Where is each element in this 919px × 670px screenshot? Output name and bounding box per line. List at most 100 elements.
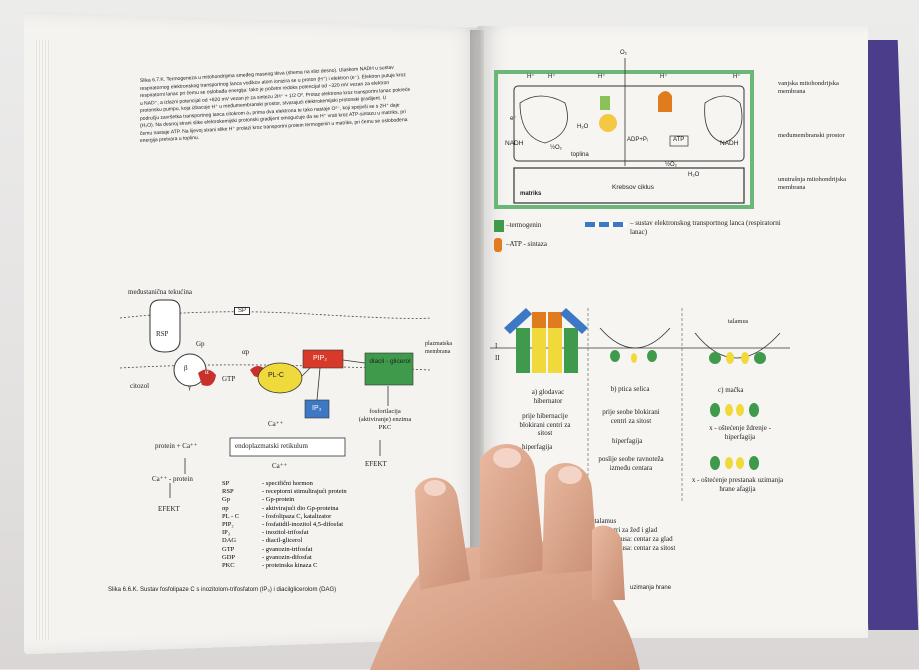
mito-half-o2-right: ½O₂ bbox=[665, 162, 677, 168]
panel-a-green bbox=[564, 328, 578, 373]
legend-row: GDP- gvanozin-difosfat bbox=[222, 554, 347, 562]
mito-nadh-right: NADH bbox=[720, 140, 738, 147]
label-gamma: γ bbox=[188, 383, 191, 391]
panel-b-green bbox=[647, 350, 657, 362]
mito-h2o-left: H₂O bbox=[577, 124, 588, 130]
legend-key: IP₃ bbox=[222, 529, 262, 537]
label-ca-top: Ca⁺⁺ bbox=[268, 420, 283, 428]
legend-chain: – sustav elektronskog transportnog lanca… bbox=[630, 219, 790, 236]
legend-key: αp bbox=[222, 505, 262, 513]
legend-key: Gp bbox=[222, 496, 262, 504]
label-pip2: PIP₂ bbox=[313, 355, 327, 362]
hand-overlay bbox=[330, 420, 650, 670]
panel-c-yellow bbox=[726, 352, 734, 364]
fingernail-index bbox=[493, 448, 521, 468]
panel-c-shape bbox=[695, 333, 780, 358]
legend-desc: - fosfolipaza C, katalizator bbox=[262, 513, 331, 521]
panel-a-yellow bbox=[548, 328, 562, 373]
label-ip3: IP₃ bbox=[312, 405, 321, 412]
label-sp: SP bbox=[234, 307, 250, 315]
mito-h2o-right: H₂O bbox=[688, 172, 699, 178]
panel-c-green bbox=[710, 456, 720, 470]
panel-c-yellow bbox=[736, 404, 744, 416]
panel-c-x2: x - oštećenje prestanak uzimanja hrane a… bbox=[690, 476, 785, 493]
mito-h: H⁺ bbox=[548, 73, 556, 80]
panel-c-yellow bbox=[725, 404, 733, 416]
finger-little bbox=[592, 526, 625, 600]
panel-a-title: a) glodavac hibernator bbox=[518, 388, 578, 405]
arrow-plc-pip2 bbox=[302, 368, 310, 376]
panel-b-green bbox=[610, 350, 620, 362]
panel-b-title: b) ptica selica bbox=[605, 385, 655, 394]
termogenin-shape bbox=[600, 96, 610, 110]
panel-c-x1: x - oštećenje ždrenje - hiperfagija bbox=[700, 424, 780, 441]
roman-2: II bbox=[495, 354, 500, 362]
label-alpha: α bbox=[205, 368, 209, 376]
panel-c-thal: talamus bbox=[728, 318, 748, 325]
mito-krebs: Krebsov ciklus bbox=[612, 184, 654, 191]
legend-desc: - gvanozin-difosfat bbox=[262, 554, 312, 562]
toplina-sun bbox=[599, 114, 617, 132]
mito-half-o2-left: ½O₂ bbox=[550, 145, 562, 151]
label-beta: β bbox=[184, 364, 188, 372]
panel-c-green bbox=[709, 352, 721, 364]
label-efekt-left: EFEKT bbox=[158, 505, 180, 513]
fingernail-ring bbox=[424, 480, 446, 496]
panel-c-green bbox=[749, 403, 759, 417]
legend-key: GDP bbox=[222, 554, 262, 562]
label-protein-ca: protein + Ca⁺⁺ bbox=[155, 442, 197, 450]
label-cytosol: citozol bbox=[130, 382, 149, 390]
finger-ring bbox=[415, 478, 470, 590]
legend-row: DAG- diacil-glicerol bbox=[222, 537, 347, 545]
panel-a-orange bbox=[548, 312, 562, 328]
legend-row: Gp- Gp-protein bbox=[222, 496, 347, 504]
label-gtp: GTP bbox=[222, 375, 235, 383]
mito-e: e⁻ bbox=[510, 115, 517, 122]
chain-loop-left bbox=[520, 96, 568, 143]
atp-swatch bbox=[494, 238, 502, 252]
legend-row: SP- specifični hormon bbox=[222, 480, 347, 488]
label-extracellular: međustanična tekućina bbox=[128, 288, 192, 296]
inner-membrane bbox=[514, 86, 744, 161]
atp-synthase-shape bbox=[658, 91, 672, 112]
mito-h: H⁺ bbox=[733, 73, 741, 80]
legend-list: SP- specifični hormon RSP- receptorni st… bbox=[222, 480, 347, 570]
panel-a-orange bbox=[532, 312, 546, 328]
panel-c-yellow bbox=[741, 352, 749, 364]
panel-c-green bbox=[749, 456, 759, 470]
legend-desc: - aktivirajući dio Gp-proteina bbox=[262, 505, 338, 513]
legend-desc: - Gp-protein bbox=[262, 496, 294, 504]
mito-label-outer: vanjska mitohondrijska membrana bbox=[778, 80, 848, 96]
legend-desc: - diacil-glicerol bbox=[262, 537, 302, 545]
legend-key: PL - C bbox=[222, 513, 262, 521]
legend-row: GTP- gvanozin-trifosfat bbox=[222, 546, 347, 554]
legend-atp: –ATP - sintaza bbox=[506, 240, 547, 248]
caption-bottom-left: Slika 6.6.K. Sustav fosfolipaze C s inoz… bbox=[108, 587, 336, 593]
legend-row: αp- aktivirajući dio Gp-proteina bbox=[222, 505, 347, 513]
panel-b-yellow bbox=[631, 353, 637, 363]
panel-c-green bbox=[754, 352, 766, 364]
legend-key: DAG bbox=[222, 537, 262, 545]
panel-c-title: c) mačka bbox=[718, 386, 743, 394]
label-dag: diacil - glicerol bbox=[368, 358, 412, 366]
mito-matriks: matriks bbox=[520, 191, 541, 197]
label-membrane: plazmatska membrana bbox=[425, 340, 467, 356]
legend-row: PIP₂- fosfatidil-inozitol 4,5-difosfat bbox=[222, 521, 347, 529]
legend-key: GTP bbox=[222, 546, 262, 554]
label-er: endoplazmatski retikulum bbox=[235, 442, 308, 450]
page-edges-left bbox=[36, 40, 50, 640]
label-plc: PL-C bbox=[268, 372, 284, 379]
label-gp: Gp bbox=[196, 340, 205, 348]
termogenin-swatch bbox=[494, 220, 504, 232]
legend-row: PKC- proteinska kinaza C bbox=[222, 562, 347, 570]
arrow-pip2-ip3 bbox=[317, 368, 320, 400]
label-alpha-p: αp bbox=[242, 348, 249, 356]
legend-key: PKC bbox=[222, 562, 262, 570]
mito-h: H⁺ bbox=[527, 73, 535, 80]
rsp-receptor bbox=[150, 300, 180, 352]
mito-label-inner: unutrašnja mitohondrijska membrana bbox=[778, 176, 848, 192]
legend-row: IP₃- inozitol-trifosfat bbox=[222, 529, 347, 537]
legend-desc: - proteinska kinaza C bbox=[262, 562, 317, 570]
mito-label-inter: međumembranski prostor bbox=[778, 132, 848, 140]
label-rsp: RSP bbox=[156, 330, 168, 338]
